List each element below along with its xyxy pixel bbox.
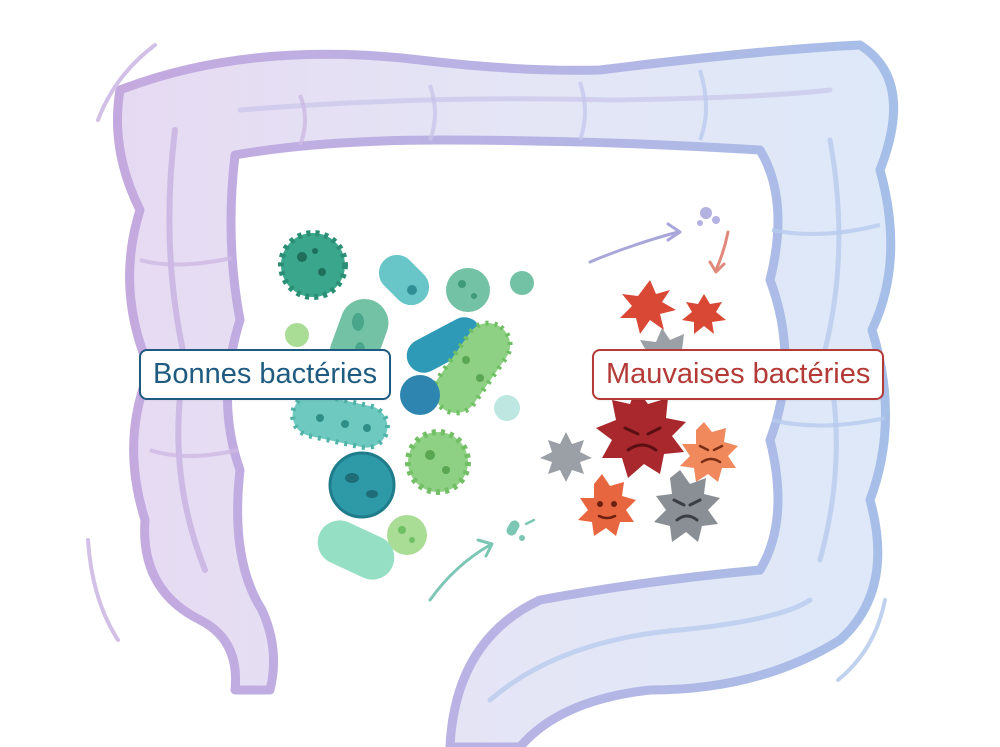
- spiky-virus-icon: [278, 230, 348, 300]
- colon-fold: [698, 69, 708, 141]
- angry-pathogen-icon: [654, 470, 720, 542]
- coccus-icon: [446, 268, 490, 312]
- colon-inner-line: [487, 597, 813, 703]
- colon-fold: [578, 81, 587, 141]
- spiky-pathogen-icon: [540, 432, 592, 482]
- motion-line: [86, 538, 120, 642]
- capsule-bacterium-icon: [290, 391, 390, 451]
- spiky-pathogen-icon: [682, 294, 726, 334]
- spiky-pathogen-icon: [620, 280, 676, 334]
- coccus-icon: [285, 323, 309, 347]
- flagellated-bacterium-icon: [431, 320, 513, 416]
- motion-line: [836, 598, 887, 682]
- coccus-icon: [387, 515, 427, 555]
- colon-fold: [771, 223, 881, 236]
- angry-pathogen-icon: [596, 388, 686, 478]
- spiky-virus-icon: [405, 429, 471, 495]
- coccus-icon: [328, 451, 396, 519]
- arrow-icon: [428, 543, 492, 602]
- capsule-bacterium-icon: [317, 520, 395, 580]
- colon-fold: [149, 448, 239, 458]
- angry-pathogen-icon: [680, 422, 738, 482]
- colon-fold: [139, 256, 233, 267]
- rod-bacterium-icon: [406, 317, 482, 373]
- arrow-icon: [714, 230, 730, 272]
- coccus-icon: [510, 271, 534, 295]
- arrow-head-icon: [476, 538, 494, 558]
- migration-arrow-icons: [428, 207, 730, 602]
- good-bacteria-label: Bonnes bactéries: [139, 349, 392, 400]
- motion-line: [96, 43, 157, 122]
- large-intestine: [86, 40, 899, 747]
- bad-bacteria-label: Mauvaises bactéries: [592, 349, 885, 400]
- small-debris-icon: [697, 207, 720, 226]
- bad-bacteria-icons: [540, 280, 738, 542]
- rod-bacterium-icon: [378, 254, 430, 306]
- arrow-head-icon: [666, 222, 682, 242]
- rod-bacterium-icon: [400, 375, 440, 415]
- arrow-head-icon: [708, 260, 726, 274]
- colon-body: [113, 40, 899, 747]
- colon-fold: [771, 416, 886, 428]
- arrow-icon: [588, 230, 680, 264]
- colon-fold: [298, 94, 307, 146]
- good-bacteria-icons: [278, 230, 534, 580]
- colon-fold: [428, 84, 437, 141]
- coccus-icon: [494, 395, 520, 421]
- small-debris-icon: [506, 518, 536, 541]
- angry-pathogen-icon: [578, 474, 636, 536]
